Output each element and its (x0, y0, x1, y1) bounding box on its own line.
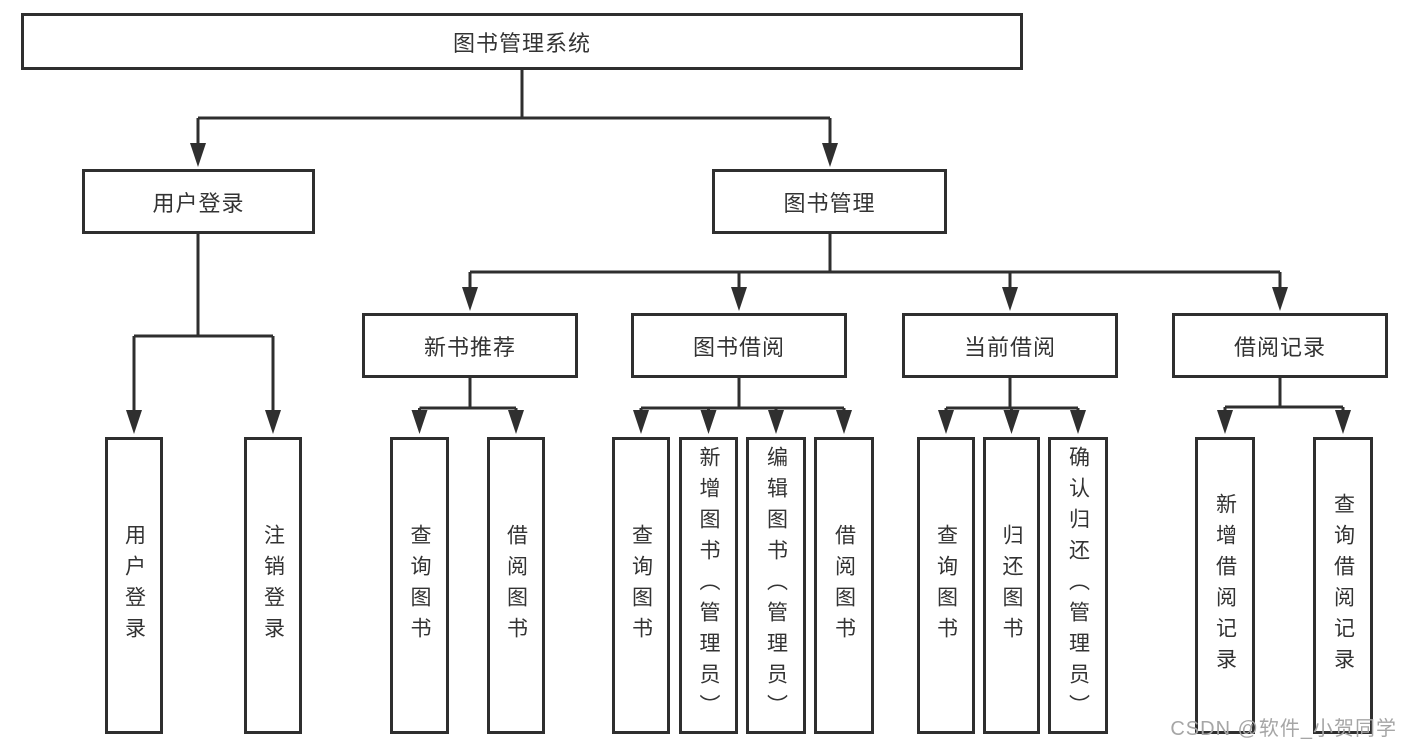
node-root-library-system: 图书管理系统 (21, 13, 1023, 70)
leaf-nbr-query-books-label: 查询图书 (408, 523, 431, 648)
arrowhead-cb-return (1003, 410, 1020, 434)
leaf-bb-edit-books-admin: 编辑图书（管理员） (746, 437, 806, 734)
connector-root-to-level2 (196, 70, 832, 148)
leaf-br-add-record-label: 新增借阅记录 (1213, 492, 1237, 679)
leaf-cb-confirm-return-admin-label: 确认归还（管理员） (1066, 446, 1090, 725)
leaf-cb-return-books-label: 归还图书 (1000, 523, 1023, 648)
node-book-management: 图书管理 (712, 169, 947, 234)
leaf-user-login-label: 用户登录 (122, 523, 146, 648)
leaf-bb-borrow-books-label: 借阅图书 (832, 523, 856, 648)
arrowhead-bb-borrow (836, 410, 852, 434)
leaf-user-login: 用户登录 (105, 437, 163, 734)
arrowhead-new-book-rec (462, 287, 478, 311)
connector-borrow-records-children (1223, 378, 1345, 414)
node-book-management-label: 图书管理 (783, 190, 876, 216)
arrowhead-bb-query (633, 410, 649, 434)
leaf-bb-query-books-label: 查询图书 (629, 523, 653, 648)
arrowhead-nbr-query (411, 410, 428, 434)
connector-current-borrow-children (944, 378, 1080, 414)
connector-book-borrow-children (639, 378, 846, 414)
arrowhead-borrow-records (1272, 287, 1288, 311)
node-user-login: 用户登录 (82, 169, 315, 234)
leaf-nbr-borrow-books-label: 借阅图书 (504, 523, 528, 648)
node-current-borrowing-label: 当前借阅 (963, 334, 1056, 360)
node-root-label: 图书管理系统 (452, 30, 591, 56)
watermark: CSDN @软件_小贺同学 (1170, 718, 1397, 740)
arrowhead-br-add (1217, 410, 1233, 434)
node-borrowing-records-label: 借阅记录 (1233, 334, 1326, 360)
leaf-br-query-record: 查询借阅记录 (1313, 437, 1373, 734)
leaf-cb-query-books-label: 查询图书 (934, 523, 958, 648)
leaf-cb-return-books: 归还图书 (983, 437, 1040, 734)
arrowhead-book-mgmt (822, 143, 838, 167)
leaf-logout: 注销登录 (244, 437, 302, 734)
arrowhead-leaf-logout (265, 410, 281, 434)
leaf-nbr-borrow-books: 借阅图书 (487, 437, 545, 734)
arrowhead-book-borrow (731, 287, 747, 311)
leaf-br-add-record: 新增借阅记录 (1195, 437, 1255, 734)
leaf-nbr-query-books: 查询图书 (390, 437, 449, 734)
node-borrowing-records: 借阅记录 (1172, 313, 1388, 378)
arrowhead-bb-add (700, 410, 717, 434)
leaf-bb-add-books-admin: 新增图书（管理员） (679, 437, 738, 734)
leaf-logout-label: 注销登录 (261, 523, 285, 648)
node-new-book-recommendation-label: 新书推荐 (423, 334, 516, 360)
arrowhead-user-login (190, 143, 206, 167)
node-user-login-label: 用户登录 (152, 190, 245, 216)
arrowhead-bb-edit (768, 410, 784, 434)
leaf-bb-edit-books-admin-label: 编辑图书（管理员） (764, 446, 788, 725)
leaf-cb-query-books: 查询图书 (917, 437, 975, 734)
node-book-borrowing: 图书借阅 (631, 313, 847, 378)
leaf-bb-add-books-admin-label: 新增图书（管理员） (697, 446, 720, 725)
arrowhead-current-borrow (1002, 287, 1018, 311)
arrowhead-br-query (1335, 410, 1351, 434)
leaf-br-query-record-label: 查询借阅记录 (1331, 492, 1355, 679)
connector-book-mgmt-children (468, 234, 1282, 290)
arrowhead-cb-query (938, 410, 954, 434)
connector-user-login-children (132, 234, 275, 414)
node-book-borrowing-label: 图书借阅 (692, 334, 785, 360)
leaf-cb-confirm-return-admin: 确认归还（管理员） (1048, 437, 1108, 734)
leaf-bb-borrow-books: 借阅图书 (814, 437, 874, 734)
arrowhead-leaf-login (126, 410, 142, 434)
arrowhead-nbr-borrow (508, 410, 524, 434)
arrowhead-cb-confirm (1070, 410, 1086, 434)
leaf-bb-query-books: 查询图书 (612, 437, 670, 734)
connector-new-book-rec-children (418, 378, 518, 414)
node-current-borrowing: 当前借阅 (902, 313, 1118, 378)
node-new-book-recommendation: 新书推荐 (362, 313, 578, 378)
